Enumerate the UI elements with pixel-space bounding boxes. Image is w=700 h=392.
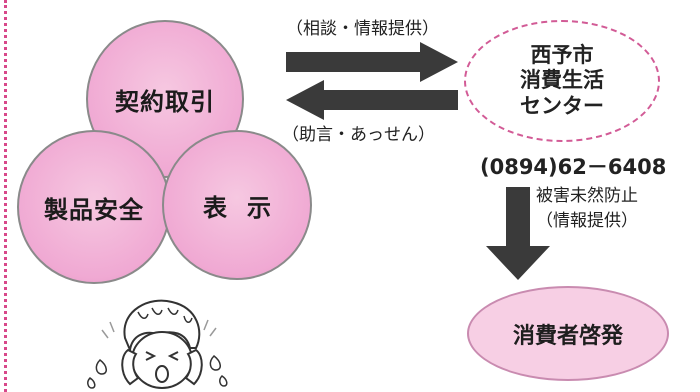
center-line-3: センター [520, 93, 604, 118]
prevention-line-2: （情報提供） [536, 210, 638, 231]
worried-person-icon [87, 299, 228, 389]
right-arrow [286, 42, 458, 82]
consult-label: （相談・情報提供） [286, 19, 439, 39]
education-label: 消費者啓発 [512, 323, 623, 349]
circle-product-safety-label: 製品安全 [44, 195, 144, 224]
circle-contract-label: 契約取引 [115, 87, 215, 116]
left-arrow [286, 80, 458, 120]
left-dotted-border [4, 0, 7, 392]
down-arrow [486, 187, 550, 280]
phone-number: (0894)62－6408 [480, 155, 667, 179]
circle-labeling: 表示 [162, 130, 312, 280]
consumer-center: 西予市 消費生活 センター [464, 20, 660, 142]
advice-label: （助言・あっせん） [282, 125, 435, 145]
consumer-education: 消費者啓発 [467, 286, 669, 381]
damage-prevention: 被害未然防止 （情報提供） [536, 184, 638, 233]
prevention-line-1: 被害未然防止 [536, 186, 638, 206]
center-line-1: 西予市 [530, 42, 594, 67]
center-line-2: 消費生活 [520, 68, 604, 93]
circle-labeling-label: 表示 [203, 193, 291, 222]
